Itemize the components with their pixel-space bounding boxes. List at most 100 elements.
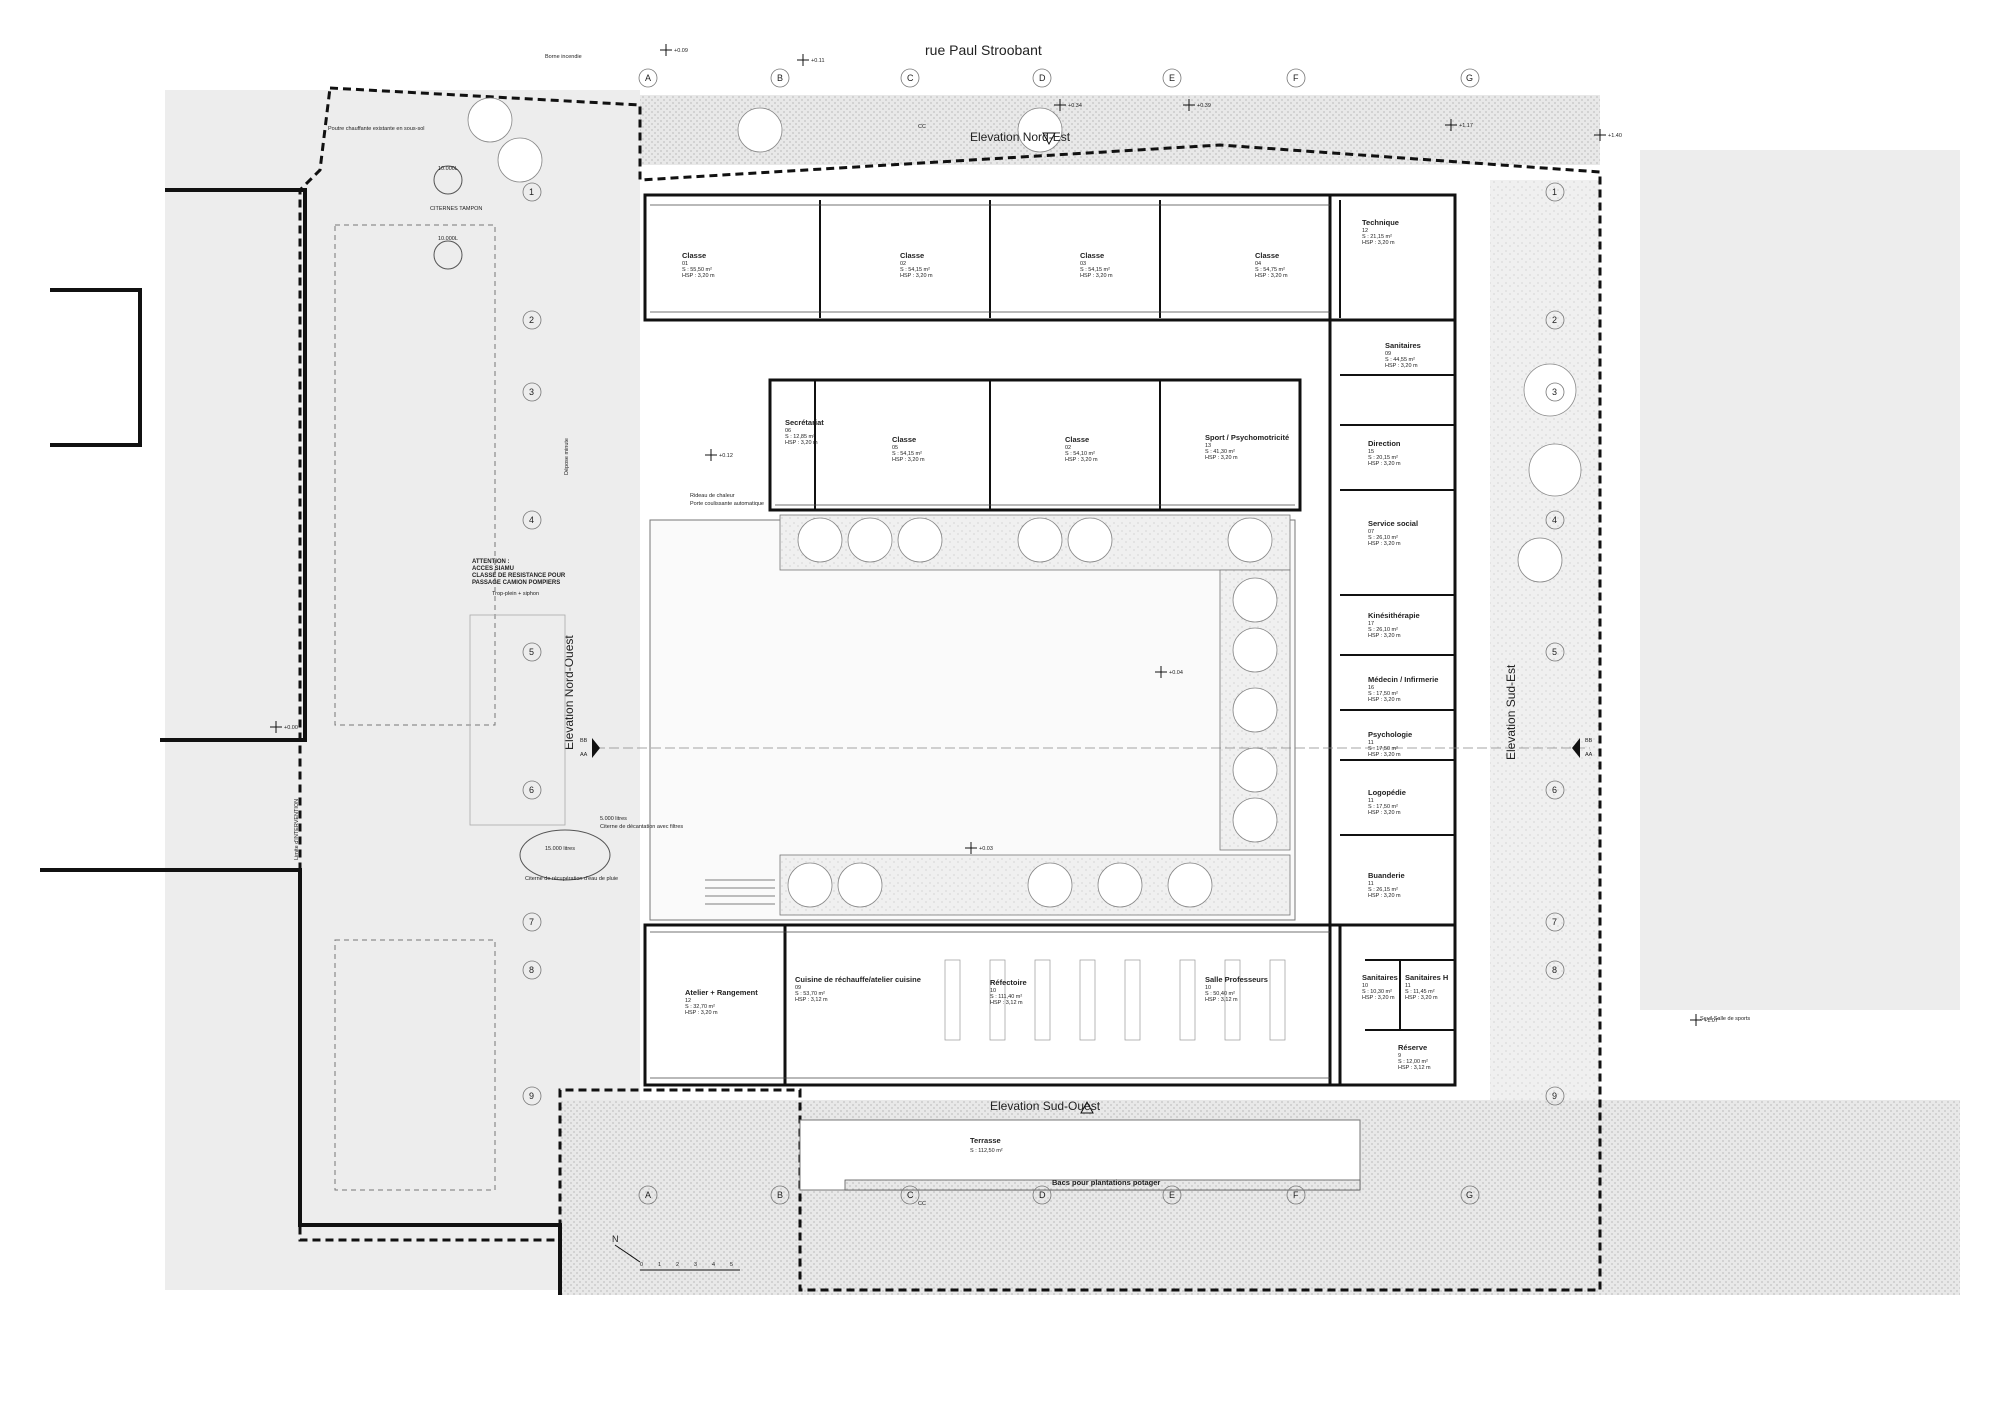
grid-row-8: 8 — [529, 965, 534, 975]
label-citerne-small: Citerne de décantation avec filtres — [600, 824, 683, 830]
svg-text:HSP : 3,20 m: HSP : 3,20 m — [1368, 752, 1401, 758]
room-classe-05: Classe 05 S : 54,15 m² HSP : 3,20 m — [892, 435, 925, 463]
grid-row-9: 9 — [529, 1091, 534, 1101]
svg-text:Atelier + Rangement: Atelier + Rangement — [685, 988, 758, 997]
level-value: +0.12 — [719, 453, 733, 459]
svg-text:12: 12 — [1362, 228, 1368, 234]
svg-text:10: 10 — [1205, 985, 1211, 991]
level-value: +0.00 — [284, 725, 298, 731]
level-value: +1.40 — [1608, 133, 1622, 139]
neighbour-building-west — [160, 188, 307, 742]
grid-col-d: D — [1039, 73, 1046, 83]
grid-row-1-east: 1 — [1552, 187, 1557, 197]
svg-text:15: 15 — [1368, 449, 1374, 455]
grid-row-2: 2 — [529, 315, 534, 325]
room-salle-professeurs: Salle Professeurs 10 S : 50,40 m² HSP : … — [1205, 975, 1268, 1003]
siamu-zone — [469, 614, 566, 826]
east-planting-strip — [1490, 180, 1600, 1100]
svg-text:Technique: Technique — [1362, 218, 1399, 227]
grid-row-3: 3 — [529, 387, 534, 397]
grid-row-5-east: 5 — [1552, 647, 1557, 657]
room-classe-04: Classe 04 S : 54,75 m² HSP : 3,20 m — [1255, 251, 1288, 279]
grid-col-e-bottom: E — [1169, 1190, 1175, 1200]
grid-row-5: 5 — [529, 647, 534, 657]
svg-text:HSP : 3,12 m: HSP : 3,12 m — [1205, 997, 1238, 1003]
siamu-warning: ATTENTION : ACCES SIAMU CLASSE DE RESIST… — [472, 559, 566, 586]
svg-text:Classe: Classe — [1065, 435, 1089, 444]
svg-text:13: 13 — [1205, 443, 1211, 449]
grid-row-8-east: 8 — [1552, 965, 1557, 975]
grid-row-4: 4 — [529, 515, 534, 525]
room-psychologie: Psychologie 11 S : 17,50 m² HSP : 3,20 m — [1368, 730, 1412, 758]
staircase — [705, 879, 775, 905]
svg-text:S : 26,10 m²: S : 26,10 m² — [1368, 535, 1398, 541]
room-sanitaires: Sanitaires 09 S : 44,55 m² HSP : 3,20 m — [1385, 341, 1421, 369]
level-value: +0.09 — [674, 48, 688, 54]
svg-text:HSP : 3,20 m: HSP : 3,20 m — [1368, 633, 1401, 639]
svg-text:Kinésithérapie: Kinésithérapie — [1368, 611, 1420, 620]
room-cuisine: Cuisine de réchauffe/atelier cuisine 09 … — [795, 975, 921, 1003]
section-aa-west: AA — [580, 752, 588, 758]
svg-text:HSP : 3,20 m: HSP : 3,20 m — [1368, 893, 1401, 899]
room-technique: Technique 12 S : 21,15 m² HSP : 3,20 m — [1362, 218, 1399, 246]
grid-col-f: F — [1293, 73, 1299, 83]
room-sanitaires-h: Sanitaires H 11 S : 11,45 m² HSP : 3,20 … — [1405, 973, 1448, 1001]
svg-text:ACCES SIAMU: ACCES SIAMU — [472, 566, 514, 572]
svg-text:11: 11 — [1368, 740, 1374, 746]
level-value: +0.04 — [1169, 670, 1183, 676]
svg-text:Salle Professeurs: Salle Professeurs — [1205, 975, 1268, 984]
svg-text:S : 54,10 m²: S : 54,10 m² — [1065, 451, 1095, 457]
grid-row-9-east: 9 — [1552, 1091, 1557, 1101]
svg-text:HSP : 3,20 m: HSP : 3,20 m — [1362, 995, 1395, 1001]
room-sanitaires-f: Sanitaires 10 S : 10,30 m² HSP : 3,20 m — [1362, 973, 1398, 1001]
label-depose: Dépose minute — [564, 438, 570, 475]
room-logopedie: Logopédie 11 S : 17,50 m² HSP : 3,20 m — [1368, 788, 1406, 816]
label-bacs: Bacs pour plantations potager — [1052, 1178, 1160, 1187]
svg-text:N: N — [612, 1234, 619, 1244]
svg-text:Buanderie: Buanderie — [1368, 871, 1405, 880]
grid-row-2-east: 2 — [1552, 315, 1557, 325]
svg-text:11: 11 — [1368, 881, 1374, 887]
svg-text:Classe: Classe — [900, 251, 924, 260]
svg-text:HSP : 3,20 m: HSP : 3,20 m — [1405, 995, 1438, 1001]
section-bb-east: BB — [1585, 738, 1593, 744]
label-borne: Borne incendie — [545, 54, 582, 60]
room-service-social: Service social 07 S : 26,10 m² HSP : 3,2… — [1368, 519, 1418, 547]
label-poutre: Poutre chauffante existante en sous-sol — [328, 126, 425, 132]
svg-text:S : 41,30 m²: S : 41,30 m² — [1205, 449, 1235, 455]
grid-col-c-bottom: C — [907, 1190, 914, 1200]
svg-text:Sanitaires: Sanitaires — [1362, 973, 1398, 982]
label-porte: Porte coulissante automatique — [690, 501, 764, 507]
label-limite: Limite d'INTERVENTION — [294, 799, 300, 860]
elevation-marker-ne — [1042, 132, 1056, 146]
svg-text:0: 0 — [640, 1262, 643, 1268]
building-walls — [643, 193, 1457, 1087]
svg-text:S : 26,15 m²: S : 26,15 m² — [1368, 887, 1398, 893]
room-sport: Sport / Psychomotricité 13 S : 41,30 m² … — [1205, 433, 1289, 461]
plot-boundary — [298, 86, 1602, 1292]
svg-text:HSP : 3,20 m: HSP : 3,20 m — [900, 273, 933, 279]
grid-col-e: E — [1169, 73, 1175, 83]
svg-text:5: 5 — [730, 1262, 733, 1268]
room-terrasse: Terrasse S : 112,50 m² — [970, 1136, 1003, 1154]
svg-text:S : 20,15 m²: S : 20,15 m² — [1368, 455, 1398, 461]
svg-text:HSP : 3,20 m: HSP : 3,20 m — [1368, 461, 1401, 467]
neighbour-land-east — [1640, 150, 1960, 1010]
svg-text:4: 4 — [712, 1262, 715, 1268]
svg-text:02: 02 — [900, 261, 906, 267]
section-arrow-west — [592, 738, 600, 758]
svg-text:Médecin / Infirmerie: Médecin / Infirmerie — [1368, 675, 1438, 684]
room-atelier: Atelier + Rangement 12 S : 32,70 m² HSP … — [685, 988, 758, 1016]
label-seuil: Seuil Salle de sports — [1700, 1016, 1750, 1022]
grid-col-a: A — [645, 73, 651, 83]
svg-text:HSP : 3,12 m: HSP : 3,12 m — [990, 1000, 1023, 1006]
svg-text:11: 11 — [1368, 798, 1374, 804]
level-value: +0.11 — [811, 58, 825, 64]
svg-text:S : 53,70 m²: S : 53,70 m² — [795, 991, 825, 997]
section-aa-east: AA — [1585, 752, 1593, 758]
svg-text:02: 02 — [1065, 445, 1071, 451]
svg-text:Terrasse: Terrasse — [970, 1136, 1001, 1145]
level-markers — [270, 44, 1702, 1026]
section-cc-bottom: CC — [918, 1201, 926, 1207]
